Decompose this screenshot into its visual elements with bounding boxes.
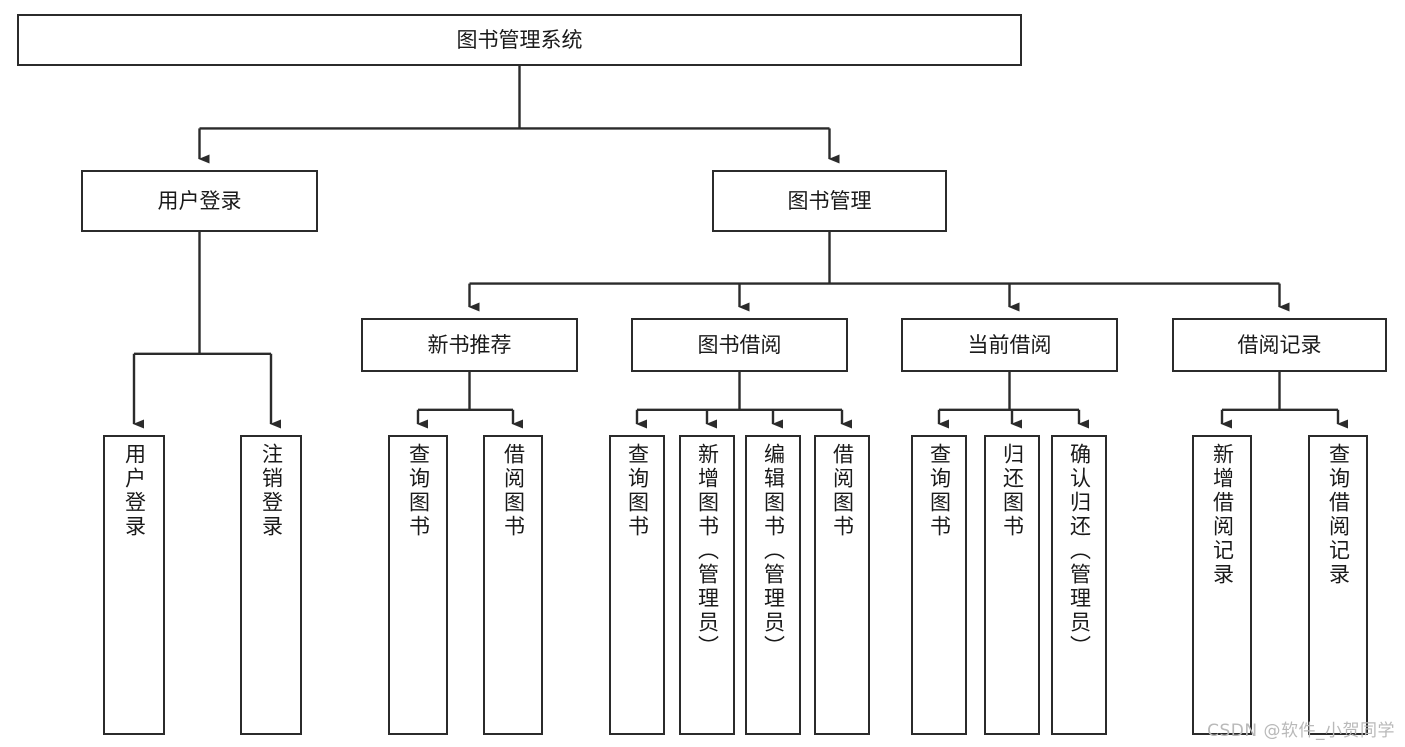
node-leaf-rec-query[interactable]: 查询图书 [388,435,448,735]
node-leaf-cur-confirm[interactable]: 确认归还（管理员） [1051,435,1107,735]
node-leaf-user-login[interactable]: 用户登录 [103,435,165,735]
node-leaf-rec-query2[interactable]: 查询借阅记录 [1308,435,1368,735]
node-leaf-cur-return[interactable]: 归还图书 [984,435,1040,735]
node-leaf-brw-add[interactable]: 新增图书（管理员） [679,435,735,735]
csdn-watermark: CSDN @软件_小贺同学 [1207,721,1395,741]
node-label: 借阅记录 [1237,332,1322,357]
node-leaf-brw-edit[interactable]: 编辑图书（管理员） [745,435,801,735]
node-label: 当前借阅 [967,332,1052,357]
node-user-login[interactable]: 用户登录 [81,170,318,232]
node-label: 用户登录 [122,443,147,539]
node-leaf-cur-query[interactable]: 查询图书 [911,435,967,735]
node-label: 查询图书 [927,443,952,539]
node-label: 查询借阅记录 [1326,443,1351,587]
node-label: 用户登录 [157,188,242,213]
node-label: 查询图书 [625,443,650,539]
node-label: 借阅图书 [830,443,855,539]
node-leaf-user-logout[interactable]: 注销登录 [240,435,302,735]
node-label: 图书管理系统 [456,27,583,52]
node-label: 注销登录 [259,443,284,539]
node-label: 归还图书 [1000,443,1025,539]
node-leaf-brw-query[interactable]: 查询图书 [609,435,665,735]
node-root[interactable]: 图书管理系统 [17,14,1022,66]
node-label: 查询图书 [406,443,431,539]
node-label: 编辑图书（管理员） [761,443,786,659]
node-new-book-rec[interactable]: 新书推荐 [361,318,578,372]
node-label: 图书借阅 [697,332,782,357]
node-leaf-brw-borrow[interactable]: 借阅图书 [814,435,870,735]
node-borrow-record[interactable]: 借阅记录 [1172,318,1387,372]
node-leaf-rec-borrow[interactable]: 借阅图书 [483,435,543,735]
node-label: 借阅图书 [501,443,526,539]
node-label: 确认归还（管理员） [1067,443,1092,659]
node-current-borrow[interactable]: 当前借阅 [901,318,1118,372]
node-label: 新增借阅记录 [1210,443,1235,587]
node-label: 图书管理 [787,188,872,213]
node-book-borrow[interactable]: 图书借阅 [631,318,848,372]
node-book-manage[interactable]: 图书管理 [712,170,947,232]
node-leaf-rec-add[interactable]: 新增借阅记录 [1192,435,1252,735]
node-label: 新书推荐 [427,332,512,357]
node-label: 新增图书（管理员） [695,443,720,659]
